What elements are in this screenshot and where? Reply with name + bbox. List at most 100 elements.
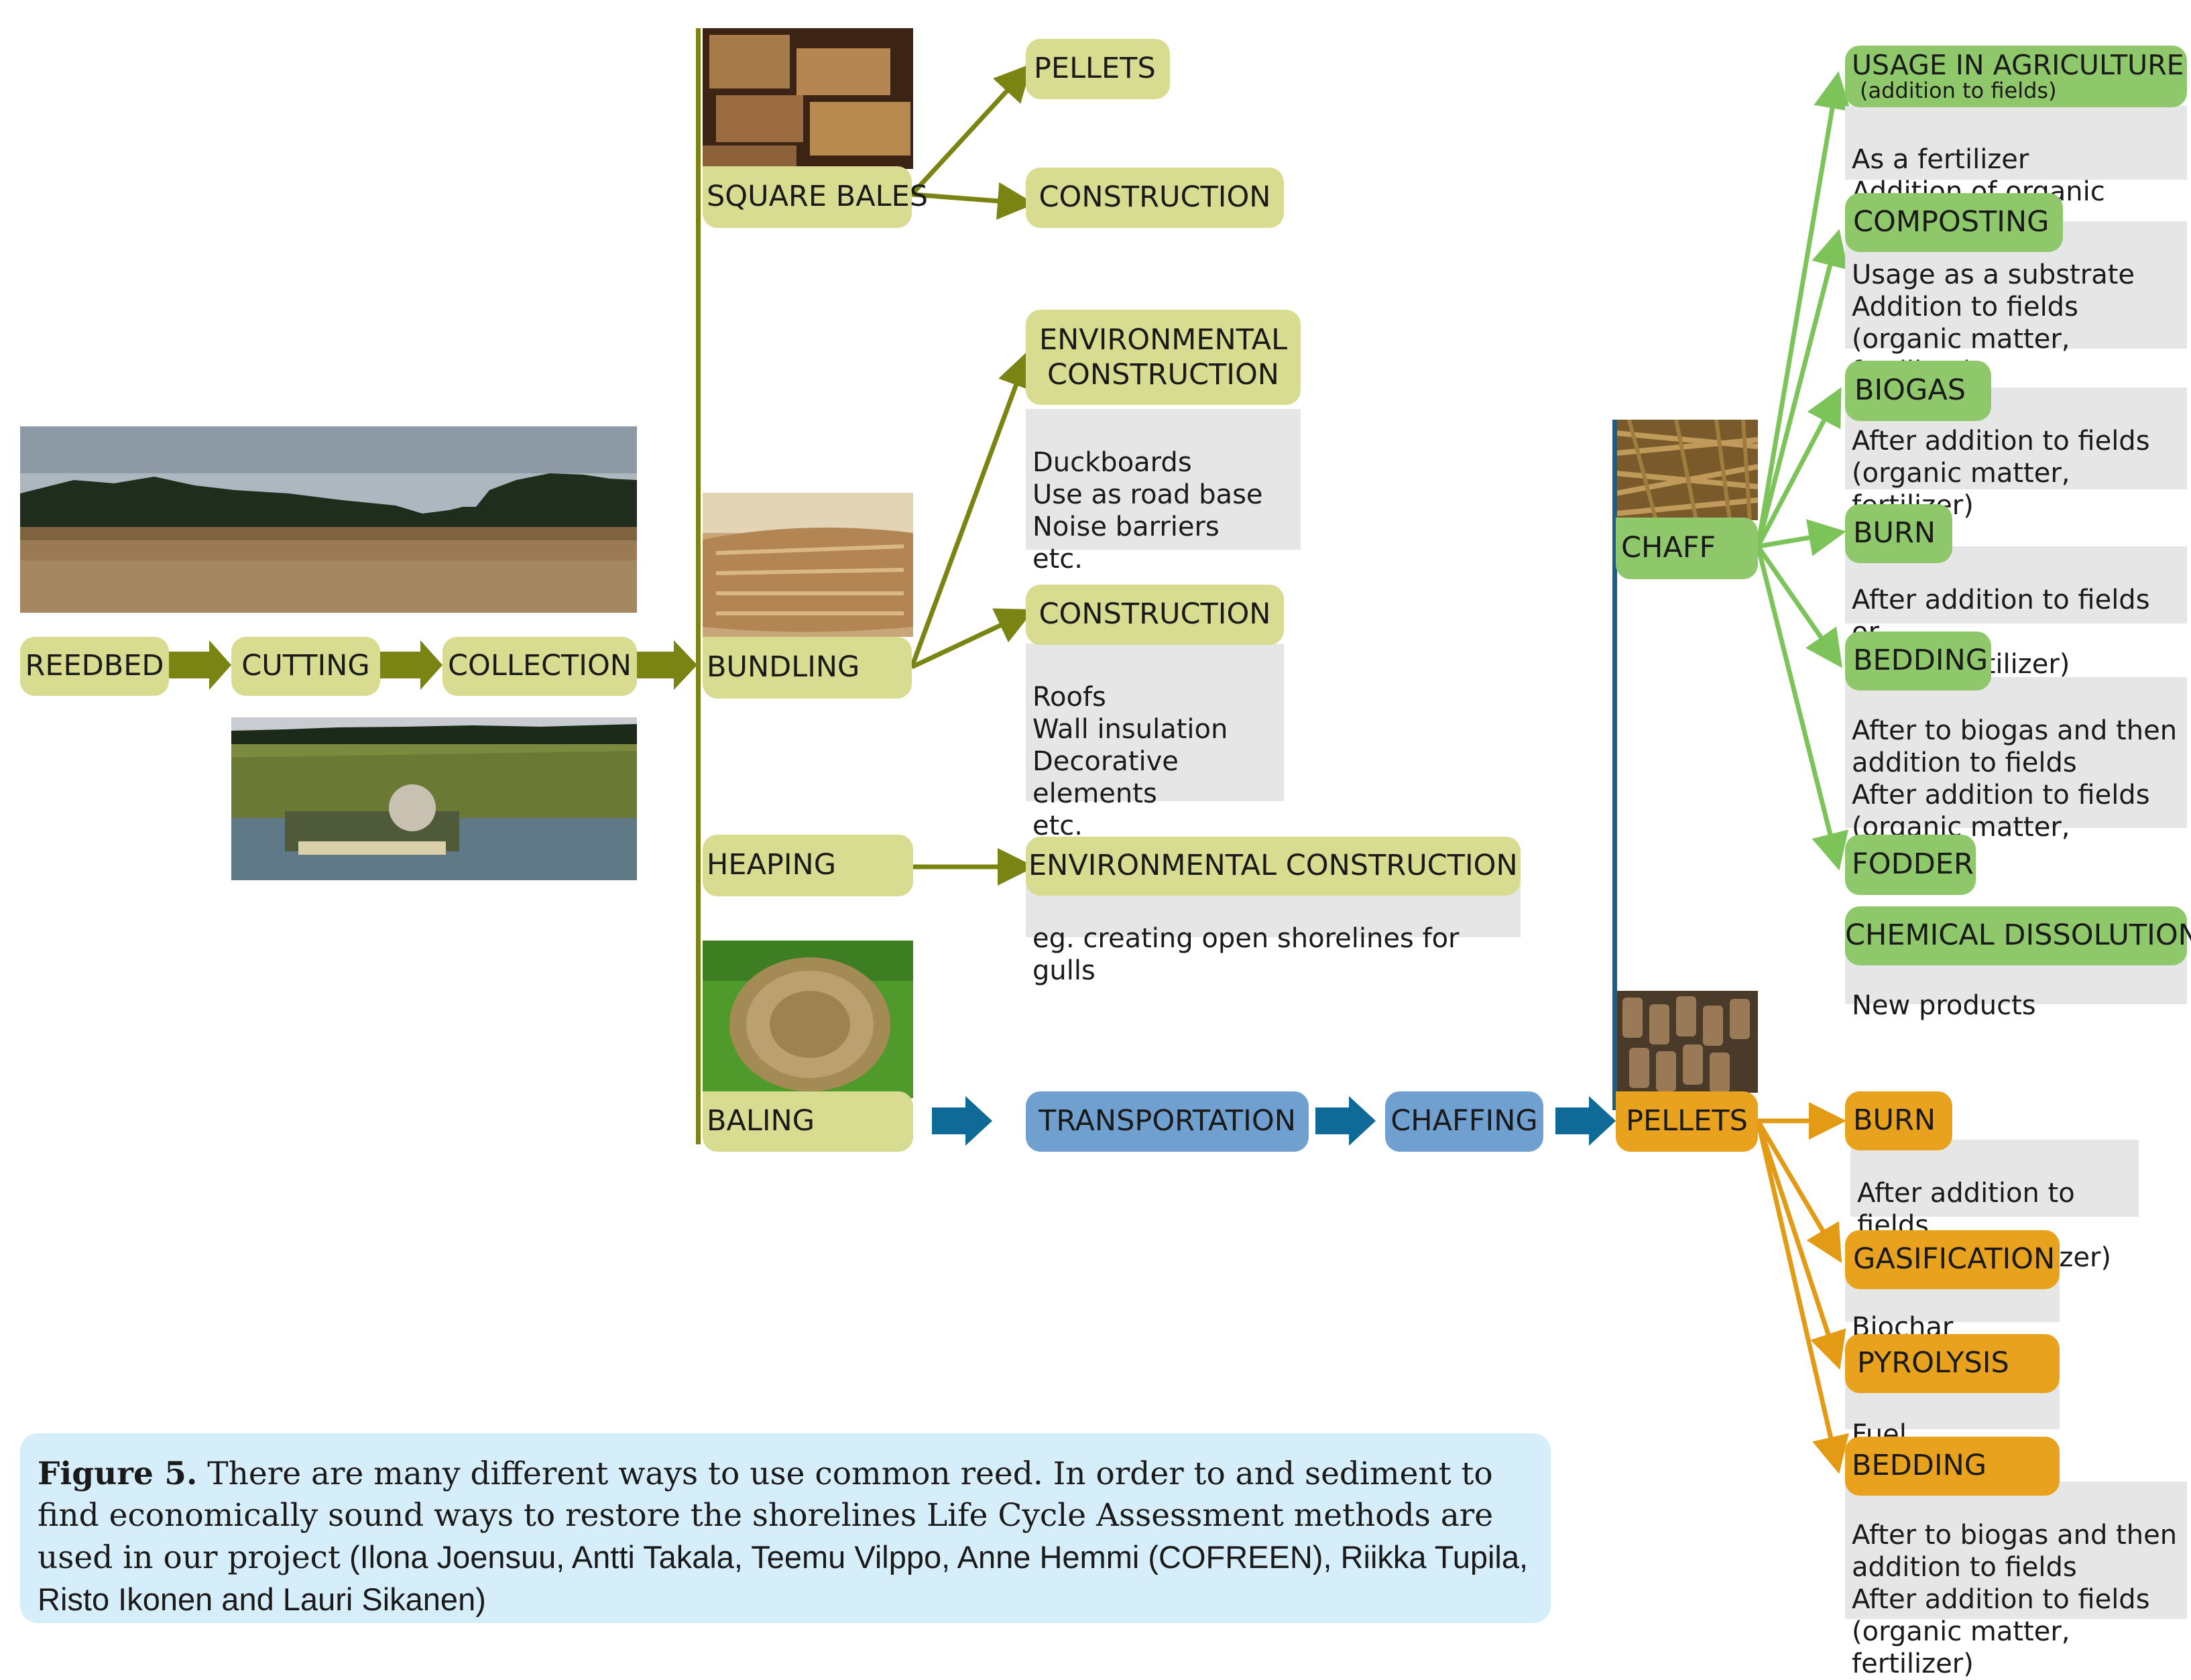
arrow-cutting-collection: [380, 640, 442, 690]
arrow-transport-chaffing: [1315, 1096, 1376, 1146]
biogas-label: BIOGAS: [1854, 373, 1966, 408]
reedbed-box: REEDBED: [20, 637, 169, 696]
bales-construction-label: CONSTRUCTION: [1039, 180, 1271, 215]
pellets-burn-box: BURN: [1845, 1091, 1952, 1150]
bundling-photo: [703, 493, 913, 637]
arrow-baling-transport: [932, 1096, 992, 1146]
figure-caption-text: There are many different ways to use com…: [38, 1455, 1494, 1576]
square-bales-box: SQUARE BALES: [703, 166, 928, 228]
agriculture-box: USAGE IN AGRICULTURE (addition to fields…: [1845, 46, 2187, 107]
env-construction-label: ENVIRONMENTAL CONSTRUCTION: [1039, 322, 1288, 392]
line-chaff-burn: [1757, 519, 1846, 556]
line-pellets-bedding: [1755, 1120, 1849, 1474]
agriculture-sublabel: (addition to fields): [1860, 77, 2057, 103]
arrow-reedbed-cutting: [169, 640, 231, 690]
heaping-label: HEAPING: [707, 848, 837, 882]
composting-desc-text: Usage as a substrate Addition to fields …: [1852, 259, 2135, 387]
bales-pellets-box: PELLETS: [1026, 39, 1170, 99]
gasification-box: GASIFICATION: [1845, 1230, 2060, 1289]
bundling-label: BUNDLING: [707, 650, 860, 684]
olive-trunk-line: [696, 28, 701, 1144]
transportation-label: TRANSPORTATION: [1039, 1104, 1296, 1138]
chaff-bedding-label: BEDDING: [1853, 644, 1989, 678]
cutting-box: CUTTING: [231, 637, 380, 696]
construction-label: CONSTRUCTION: [1039, 597, 1271, 632]
pellets-bedding-label: BEDDING: [1852, 1449, 1987, 1483]
reedbed-label: REEDBED: [25, 649, 164, 683]
env-construction-desc-text: Duckboards Use as road base Noise barrie…: [1032, 447, 1263, 575]
fodder-box: FODDER: [1845, 835, 1976, 895]
construction-box: CONSTRUCTION: [1026, 585, 1284, 645]
bales-construction-box: CONSTRUCTION: [1026, 168, 1284, 228]
chaff-box: CHAFF: [1616, 518, 1758, 579]
connector-arrows: [169, 63, 1851, 1474]
heaping-box: HEAPING: [703, 835, 913, 896]
chemical-desc-text: New products: [1852, 990, 2036, 1021]
line-bales-construction: [911, 182, 1035, 220]
blue-trunk-line: [1612, 420, 1617, 1110]
line-chaff-fodder: [1755, 546, 1848, 871]
baling-box: BALING: [703, 1091, 913, 1152]
arrow-chaffing-pellets: [1555, 1096, 1616, 1146]
heaping-desc-text: eg. creating open shorelines for gulls: [1032, 923, 1460, 986]
chaffing-label: CHAFFING: [1390, 1104, 1538, 1138]
figure-label: Figure 5.: [38, 1455, 198, 1492]
line-chaff-biogas: [1755, 387, 1842, 548]
pellets-photo: [1616, 991, 1758, 1093]
gasification-label: GASIFICATION: [1853, 1242, 2056, 1276]
chaff-burn-label: BURN: [1853, 516, 1936, 550]
heaping-env-label: ENVIRONMENTAL CONSTRUCTION: [1028, 849, 1518, 883]
round-bale-photo: [703, 941, 913, 1098]
construction-desc-text: Roofs Wall insulation Decorative element…: [1032, 682, 1228, 841]
bundling-box: BUNDLING: [703, 637, 912, 699]
line-bundling-envconstr: [909, 349, 1034, 668]
pellets-node-label: PELLETS: [1626, 1104, 1748, 1138]
bales-pellets-label: PELLETS: [1034, 52, 1156, 86]
chaff-bedding-box: BEDDING: [1845, 632, 1991, 691]
chemical-box: CHEMICAL DISSOLUTION: [1845, 906, 2191, 965]
agriculture-desc: As a fertilizer Addition of organic mate…: [1845, 106, 2187, 239]
construction-desc: Roofs Wall insulation Decorative element…: [1026, 644, 1284, 841]
pellets-burn-desc: After addition to fields or forest (fert…: [1850, 1140, 2139, 1273]
line-pellets-gasification: [1755, 1120, 1842, 1264]
fodder-label: FODDER: [1852, 847, 1974, 882]
chaff-photo: [1616, 420, 1758, 520]
biogas-desc-text: After addition to fields (organic matter…: [1852, 426, 2150, 521]
env-construction-box: ENVIRONMENTAL CONSTRUCTION: [1026, 310, 1301, 405]
composting-label: COMPOSTING: [1853, 205, 2050, 239]
biogas-box: BIOGAS: [1845, 361, 1991, 421]
pyrolysis-box: PYROLYSIS: [1845, 1334, 2060, 1393]
reedbed-photo: [20, 426, 637, 613]
composting-box: COMPOSTING: [1845, 193, 2063, 252]
arrow-collection-trunk: [637, 640, 697, 690]
collection-box: COLLECTION: [442, 637, 637, 696]
pellets-node-box: PELLETS: [1616, 1091, 1758, 1152]
chemical-label: CHEMICAL DISSOLUTION: [1845, 918, 2191, 953]
pellets-bedding-desc-text: After to biogas and then addition to fie…: [1852, 1520, 2178, 1679]
chaff-label: CHAFF: [1621, 531, 1716, 565]
line-chaff-agriculture: [1755, 71, 1851, 547]
pellets-bedding-box: BEDDING: [1845, 1437, 2060, 1496]
square-bales-label: SQUARE BALES: [707, 180, 929, 214]
baling-label: BALING: [707, 1104, 815, 1138]
transportation-box: TRANSPORTATION: [1026, 1091, 1309, 1152]
pyrolysis-label: PYROLYSIS: [1857, 1346, 2009, 1380]
line-chaff-composting: [1755, 229, 1848, 547]
cutting-label: CUTTING: [241, 649, 370, 683]
figure-caption: Figure 5. There are many different ways …: [20, 1433, 1551, 1623]
figure-credits: (Ilona Joensuu, Antti Takala, Teemu Vilp…: [38, 1539, 1529, 1617]
line-bales-pellets: [910, 63, 1032, 196]
env-construction-desc: Duckboards Use as road base Noise barrie…: [1026, 409, 1301, 575]
harvester-photo: [231, 717, 637, 880]
chaffing-box: CHAFFING: [1385, 1091, 1543, 1152]
chaff-bedding-desc: After to biogas and then addition to fie…: [1845, 677, 2187, 875]
heaping-env-box: ENVIRONMENTAL CONSTRUCTION: [1026, 837, 1521, 896]
pellets-burn-label: BURN: [1853, 1103, 1936, 1138]
agriculture-label: USAGE IN AGRICULTURE: [1852, 48, 2184, 81]
biogas-desc: After addition to fields (organic matter…: [1845, 387, 2187, 521]
square-bales-photo: [703, 28, 913, 169]
pellets-bedding-desc: After to biogas and then addition to fie…: [1845, 1482, 2187, 1679]
line-chaff-bedding: [1756, 545, 1842, 668]
chaff-burn-box: BURN: [1845, 504, 1952, 563]
line-bundling-construction: [910, 608, 1034, 670]
